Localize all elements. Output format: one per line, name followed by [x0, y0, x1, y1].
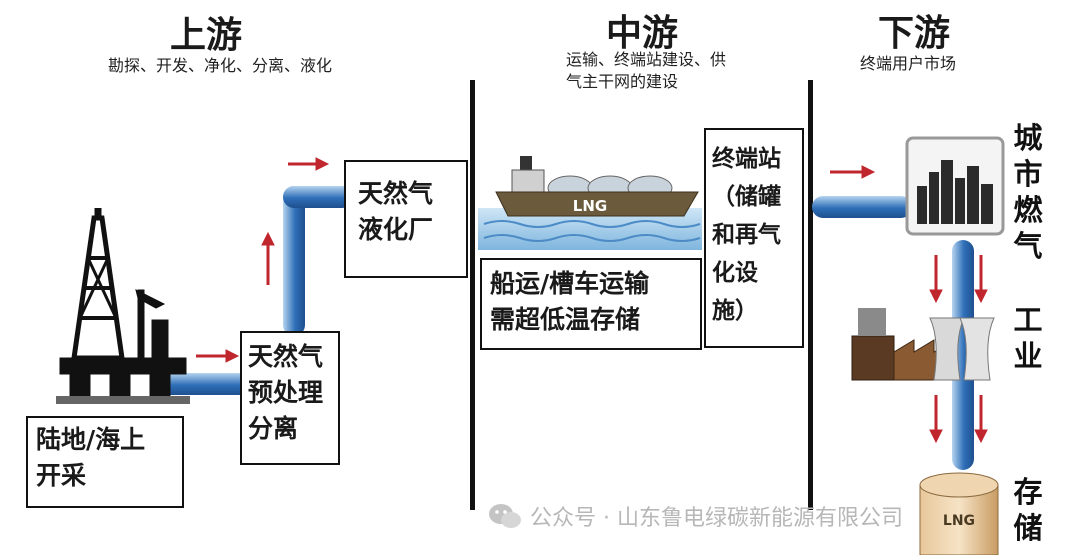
- arrow-right-icon: [830, 165, 876, 179]
- terminal-line4: 化设: [712, 260, 758, 286]
- terminal-line3: 和再气: [712, 222, 781, 248]
- city-gas-label: 城 市 燃 气: [1010, 120, 1046, 264]
- city-skyline-icon: [905, 136, 1005, 236]
- pretreatment-line3: 分离: [248, 414, 299, 443]
- storage-tank-icon: LNG: [919, 472, 999, 555]
- wechat-icon: [489, 504, 521, 528]
- city-gas-char: 市: [1013, 157, 1043, 191]
- shipping-line2: 需超低温存储: [490, 305, 641, 334]
- arrow-up-icon: [261, 231, 275, 285]
- city-gas-char: 燃: [1013, 193, 1043, 227]
- ship-lng-label: LNG: [573, 197, 607, 215]
- downstream-title: 下游: [878, 13, 951, 54]
- factory-icon: [851, 308, 995, 381]
- pretreatment-box: 天然气 预处理 分离: [240, 331, 340, 465]
- arrow-down-icon: [974, 395, 988, 444]
- pretreatment-line2: 预处理: [248, 378, 324, 407]
- divider-upstream-midstream: [470, 80, 475, 510]
- liquefaction-line2: 液化厂: [358, 215, 434, 244]
- extraction-box: 陆地/海上 开采: [26, 416, 184, 508]
- downstream-subtitle: 终端用户市场: [860, 54, 957, 73]
- storage-label: 存 储: [1010, 474, 1046, 546]
- pretreatment-line1: 天然气: [248, 342, 324, 371]
- industry-label: 工 业: [1010, 302, 1046, 374]
- terminal-box: 终端站 （储罐 和再气 化设 施）: [704, 128, 804, 348]
- watermark: 公众号 · 山东鲁电绿碳新能源有限公司: [488, 500, 903, 532]
- pipe-rig-to-pretreatment: [150, 373, 250, 395]
- terminal-line1: 终端站: [712, 146, 781, 172]
- midstream-subtitle-line1: 运输、终端站建设、供: [566, 50, 727, 69]
- upstream-title: 上游: [170, 15, 243, 56]
- upstream-subtitle: 勘探、开发、净化、分离、液化: [108, 56, 333, 75]
- terminal-line5: 施）: [712, 298, 758, 324]
- shipping-box: 船运/槽车运输 需超低温存储: [480, 258, 702, 350]
- extraction-line1: 陆地/海上: [36, 425, 146, 454]
- arrow-right-icon: [196, 349, 240, 363]
- storage-char: 存: [1013, 475, 1043, 509]
- midstream-subtitle-line2: 气主干网的建设: [566, 72, 679, 91]
- pipe-downstream-riser: [952, 240, 974, 470]
- liquefaction-box: 天然气 液化厂: [344, 160, 468, 278]
- midstream-title: 中游: [606, 13, 679, 54]
- arrow-right-icon: [288, 157, 330, 171]
- pipe-to-liquefaction: [283, 186, 353, 208]
- city-gas-char: 城: [1013, 121, 1043, 155]
- arrow-down-icon: [929, 255, 943, 304]
- liquefaction-line1: 天然气: [358, 179, 434, 208]
- lng-ship-icon: LNG: [478, 156, 702, 250]
- industry-char: 业: [1013, 339, 1043, 373]
- city-gas-char: 气: [1013, 229, 1043, 263]
- storage-char: 储: [1013, 511, 1043, 545]
- shipping-line1: 船运/槽车运输: [490, 269, 650, 298]
- industry-char: 工: [1013, 303, 1043, 337]
- divider-midstream-downstream: [808, 80, 813, 510]
- arrow-down-icon: [929, 395, 943, 444]
- extraction-line2: 开采: [36, 461, 87, 490]
- terminal-line2: （储罐: [712, 184, 781, 210]
- pipe-terminal-to-city: [812, 196, 912, 218]
- tank-lng-label: LNG: [943, 513, 975, 529]
- drilling-rig-icon: [56, 208, 190, 404]
- watermark-text: 公众号 · 山东鲁电绿碳新能源有限公司: [530, 506, 903, 531]
- arrow-down-icon: [974, 255, 988, 304]
- pipe-riser: [283, 186, 305, 336]
